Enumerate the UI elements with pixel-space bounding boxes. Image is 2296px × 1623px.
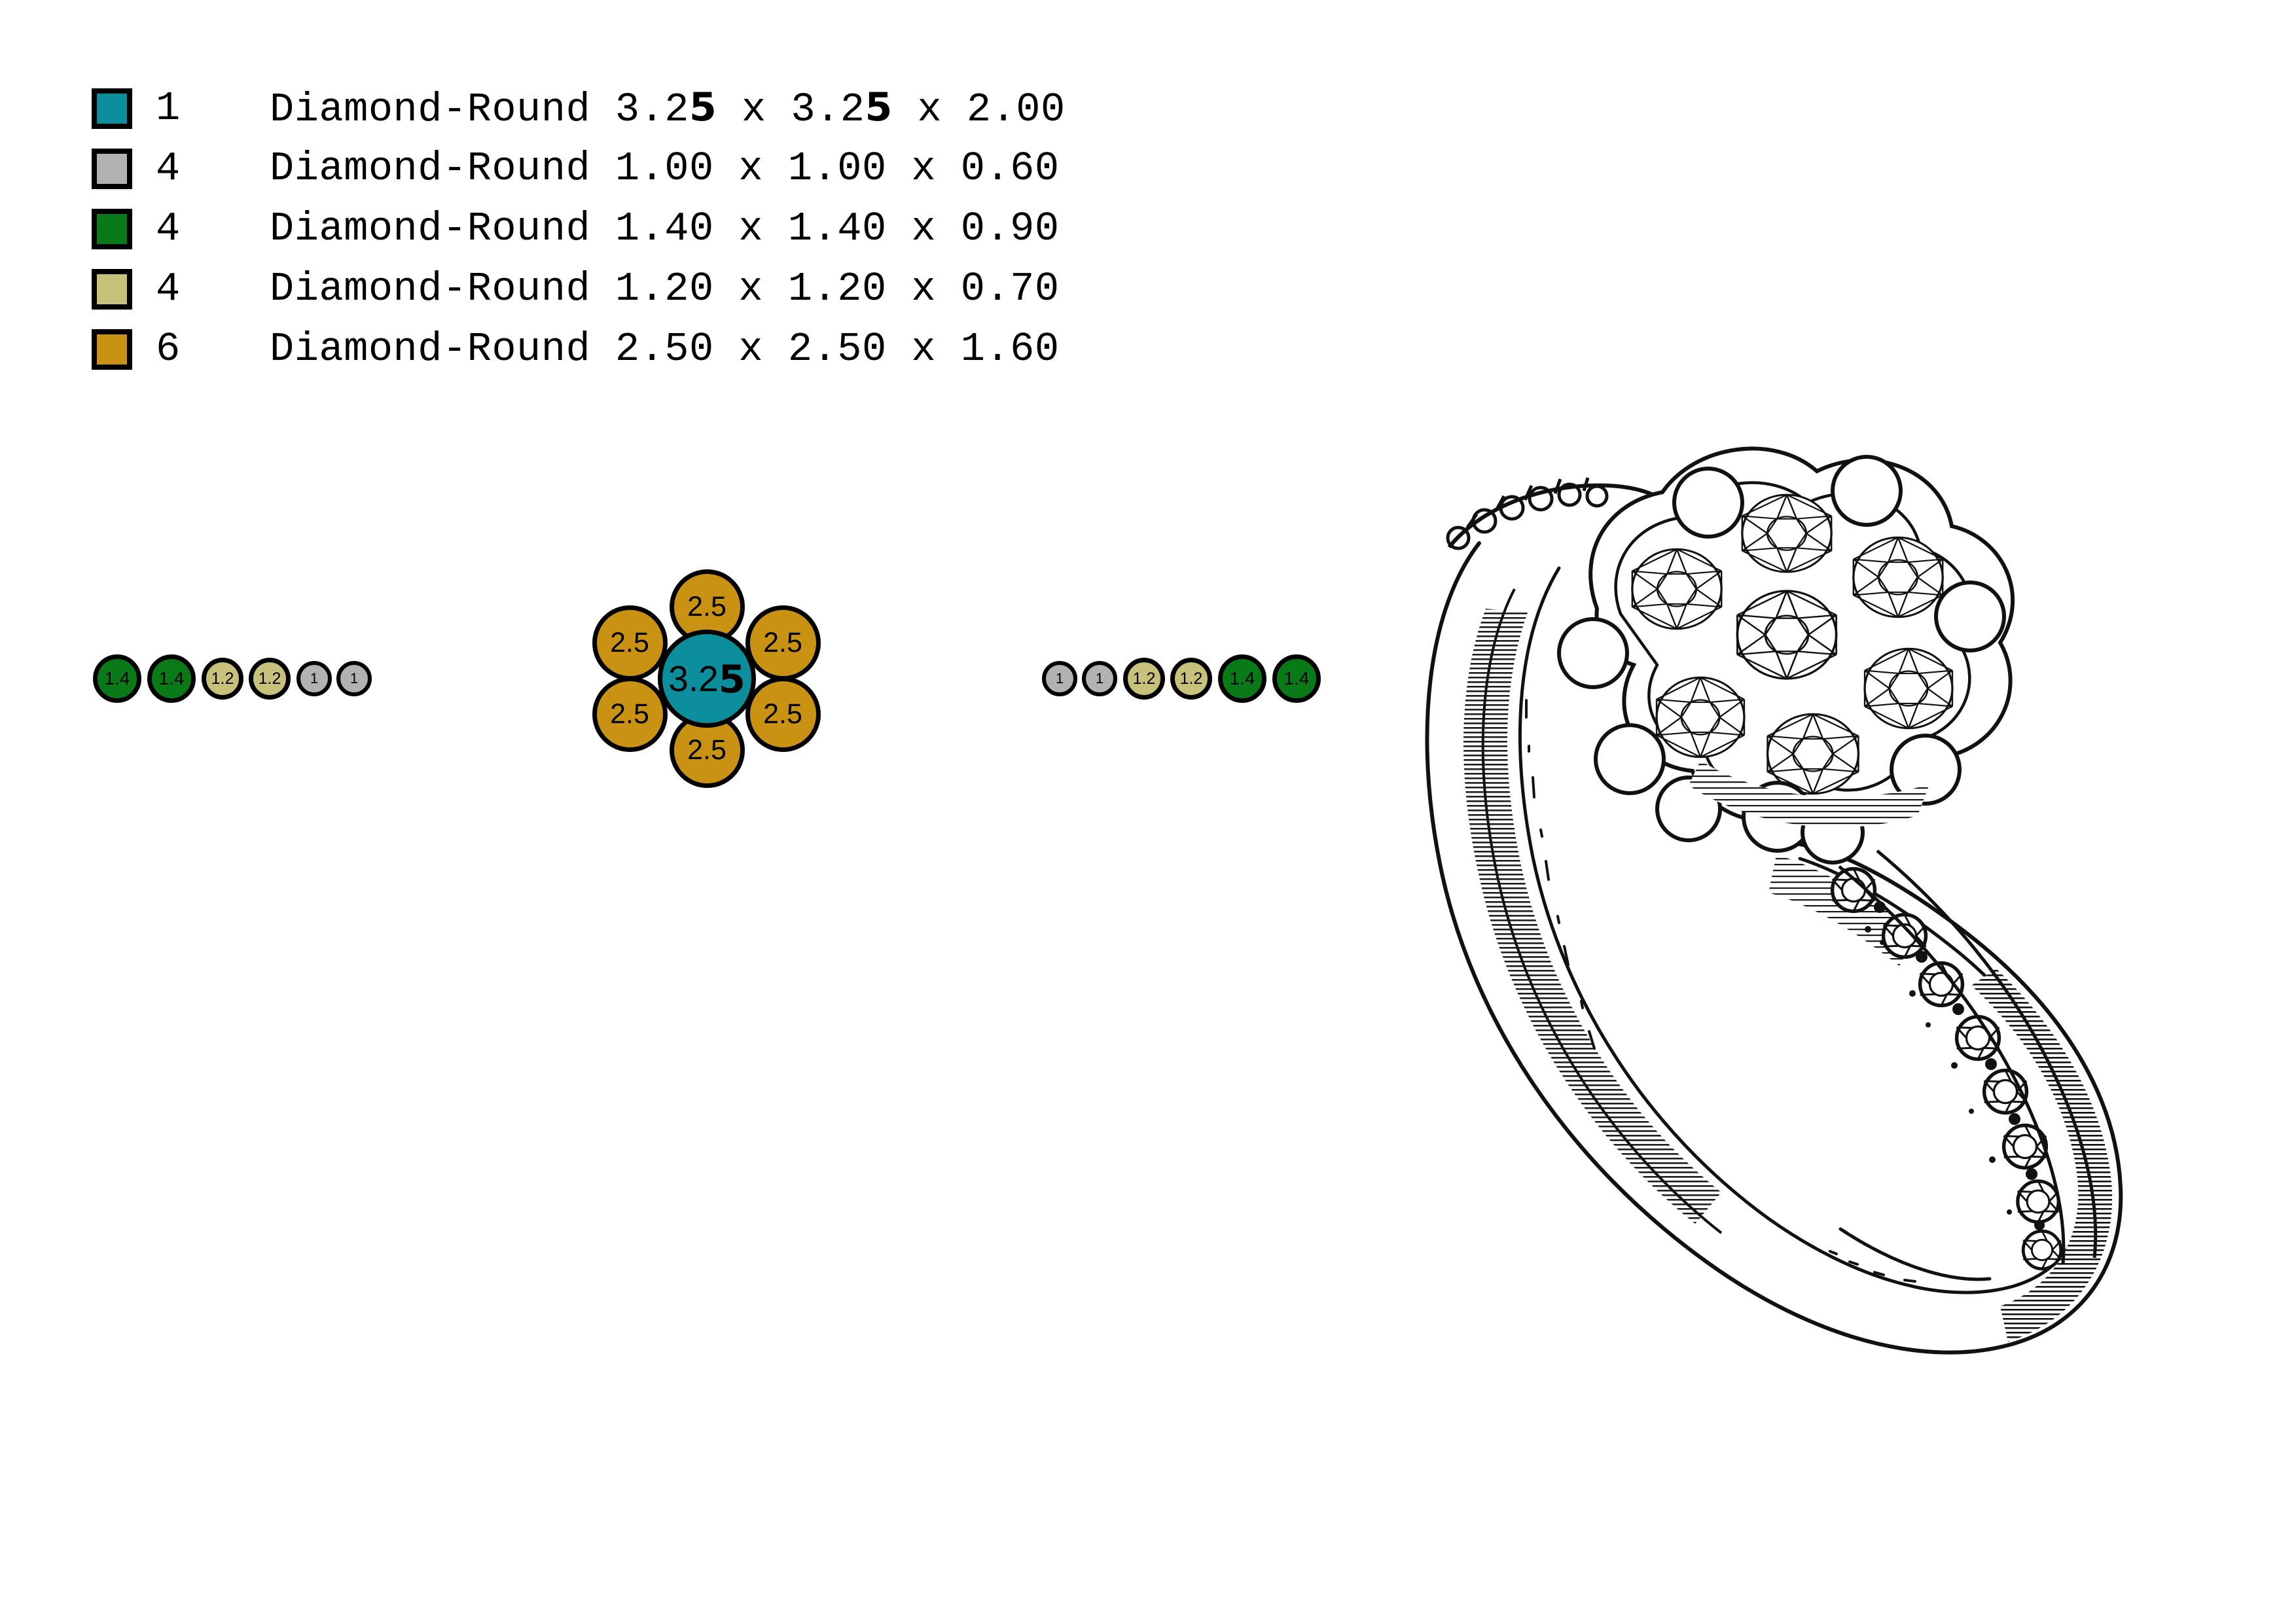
- side-stone: 1.4: [1218, 654, 1266, 703]
- head-stone: [1736, 590, 1838, 680]
- legend-row: 6 Diamond-Round 2.50 x 2.50 x 1.60: [92, 319, 1270, 380]
- legend-color-swatch: [92, 329, 132, 370]
- ring-illustration: [1381, 393, 2284, 1387]
- legend-color-swatch: [92, 209, 132, 249]
- legend-stone-count: 4: [156, 205, 181, 252]
- halo-stone: 2.5: [592, 605, 668, 681]
- halo-stone: 2.5: [745, 605, 821, 681]
- legend-stone-count: 4: [156, 266, 181, 312]
- legend-row: 4 Diamond-Round 1.20 x 1.20 x 0.70: [92, 259, 1270, 319]
- side-stone: 1: [1082, 661, 1117, 696]
- legend-stone-count: 6: [156, 326, 181, 372]
- side-stone: 1: [296, 661, 332, 696]
- legend-stone-spec: Diamond-Round 3.25 x 3.25 x 2.00: [270, 84, 1066, 133]
- legend-stone-spec: Diamond-Round 1.20 x 1.20 x 0.70: [270, 266, 1060, 312]
- legend-color-swatch: [92, 149, 132, 189]
- pave-stone-row: [1833, 849, 2098, 1269]
- legend-stone-count: 1: [156, 85, 181, 132]
- head-stone: [1655, 676, 1746, 758]
- fallback-digit: 5: [865, 84, 893, 130]
- legend-stone-spec: Diamond-Round 2.50 x 2.50 x 1.60: [270, 326, 1060, 372]
- head-stone: [1852, 536, 1944, 618]
- legend-color-swatch: [92, 88, 132, 129]
- side-stone: 1: [1042, 661, 1077, 696]
- side-stone: 1.2: [1170, 658, 1212, 700]
- side-stone: 1: [336, 661, 372, 696]
- halo-stone: 2.5: [669, 569, 745, 645]
- legend-row: 4 Diamond-Round 1.40 x 1.40 x 0.90: [92, 199, 1270, 259]
- legend-stone-spec: Diamond-Round 1.00 x 1.00 x 0.60: [270, 145, 1060, 192]
- side-stone: 1.4: [93, 654, 141, 703]
- halo-stone: 2.5: [745, 676, 821, 752]
- head-stone: [1631, 548, 1723, 630]
- side-stone: 1.4: [147, 654, 196, 703]
- ring-head-cluster: [1557, 446, 2015, 865]
- legend-stone-spec: Diamond-Round 1.40 x 1.40 x 0.90: [270, 205, 1060, 252]
- halo-stone: 2.5: [592, 676, 668, 752]
- legend-stone-count: 4: [156, 145, 181, 192]
- legend-row: 1 Diamond-Round 3.25 x 3.25 x 2.00: [92, 79, 1270, 139]
- side-stone: 1.2: [202, 658, 243, 700]
- legend-color-swatch: [92, 269, 132, 310]
- legend-row: 4 Diamond-Round 1.00 x 1.00 x 0.60: [92, 139, 1270, 199]
- ring-line-drawing-svg: [1425, 446, 2123, 1355]
- side-stone: 1.2: [1123, 658, 1165, 700]
- fallback-digit: 5: [718, 656, 745, 702]
- head-stone: [1863, 647, 1954, 730]
- side-stone: 1.4: [1272, 654, 1321, 703]
- head-stone: [1741, 493, 1833, 573]
- side-stone: 1.2: [249, 658, 291, 700]
- center-stone-label: 3.2: [668, 658, 719, 699]
- fallback-digit: 5: [689, 84, 717, 130]
